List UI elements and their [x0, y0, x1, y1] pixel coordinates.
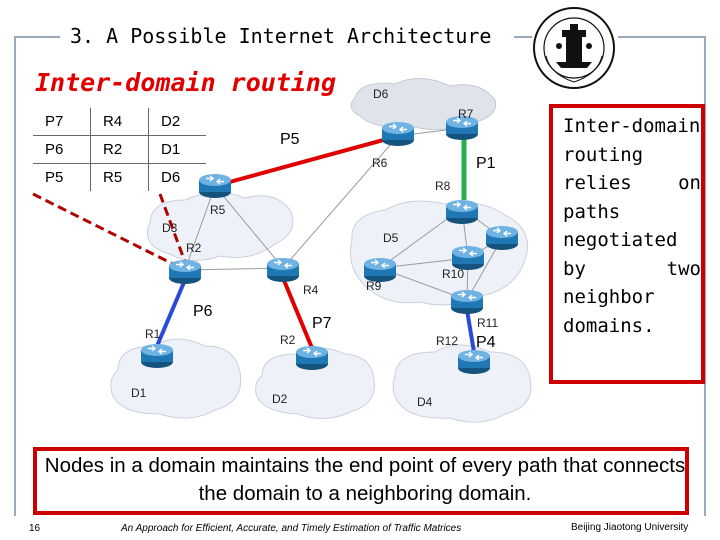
page-number: 16: [29, 523, 41, 534]
router-icon-r8: [445, 199, 479, 225]
router-label-r11: R11: [477, 316, 498, 330]
router-icon-r2-d3: [168, 259, 202, 285]
domain-cloud-d5: [350, 200, 528, 306]
router-label-r7: R7: [458, 107, 474, 121]
table-row: P6 R2 D1: [33, 135, 206, 164]
table-cell: P5: [33, 163, 91, 191]
table-row: P7 R4 D2: [33, 108, 206, 136]
domain-label-d1: D1: [131, 386, 147, 400]
domain-cloud-d1: [110, 338, 242, 419]
frame-line-right: [704, 36, 706, 516]
side-note-box: [549, 104, 705, 384]
path-label-p7: P7: [312, 315, 332, 332]
table-cell: R4: [90, 108, 149, 136]
router-icon-r11: [450, 289, 484, 315]
path-label-p4: P4: [476, 334, 496, 351]
path-label-p6: P6: [193, 303, 213, 320]
router-label-r4: R4: [303, 283, 319, 297]
router-icon-r6: [381, 121, 415, 147]
domain-label-d6: D6: [373, 87, 389, 101]
frame-line-top-left: [14, 36, 60, 38]
router-icon-r5: [198, 173, 232, 199]
router-label-r1: R1: [145, 327, 161, 341]
domain-cloud-d3: [147, 192, 294, 261]
router-icon-r12: [457, 349, 491, 375]
frame-line-top-far-right: [618, 36, 706, 38]
path-label-p5: P5: [280, 131, 300, 148]
link: [214, 185, 284, 269]
path-p6-line: [155, 279, 187, 347]
router-label-r8: R8: [435, 179, 451, 193]
domain-label-d4: D4: [417, 395, 433, 409]
bottom-note-text: Nodes in a domain maintains the end poin…: [44, 454, 686, 505]
router-icon-r4: [266, 257, 300, 283]
table-cell: P6: [33, 135, 91, 164]
table-row: P5 R5 D6: [33, 163, 206, 191]
side-note-text: Inter-domain routing relies on paths neg…: [563, 115, 701, 337]
table-cell: R5: [90, 163, 149, 191]
router-label-r9: R9: [366, 279, 382, 293]
path-p7-line: [281, 277, 314, 349]
slide-subtitle: Inter-domain routing: [35, 68, 337, 97]
link: [184, 267, 284, 271]
router-icon-d5-router: [485, 225, 519, 251]
router-label-r12: R12: [436, 334, 458, 348]
domain-label-d2: D2: [272, 392, 288, 406]
footer-institution: Beijing Jiaotong University: [571, 522, 689, 533]
table-cell: P7: [45, 113, 64, 130]
link: [282, 135, 399, 269]
slide-title: 3. A Possible Internet Architecture: [70, 24, 492, 48]
path-label-p1: P1: [476, 155, 496, 172]
path-p4-line: [465, 309, 476, 353]
router-icon-r1: [140, 343, 174, 369]
table-cell: D1: [148, 135, 206, 164]
bottom-note-box: [33, 447, 689, 515]
frame-line-top-right: [514, 36, 532, 38]
footer-title: An Approach for Efficient, Accurate, and…: [121, 523, 462, 534]
domain-label-d3: D3: [162, 221, 178, 235]
dashed-pointer: [158, 193, 187, 263]
router-label-r2-d2: R2: [280, 333, 296, 347]
table-cell: D2: [148, 108, 206, 136]
university-seal-logo: [533, 7, 615, 89]
dashed-pointer: [32, 192, 186, 272]
router-label-r10: R10: [442, 267, 464, 281]
table-cell: R2: [90, 135, 149, 164]
domain-cloud-d4: [392, 344, 532, 423]
domain-label-d5: D5: [383, 231, 399, 245]
frame-line-left: [14, 36, 16, 516]
router-icon-r2-d2: [295, 345, 329, 371]
router-label-r5: R5: [210, 203, 226, 217]
router-label-r6: R6: [372, 156, 388, 170]
path-p5-line: [214, 134, 399, 188]
link: [184, 185, 216, 271]
routing-table: P7 R4 D2 P6 R2 D1 P5 R5 D6: [33, 108, 206, 191]
router-label-r2-d3: R2: [186, 241, 202, 255]
table-cell: D6: [148, 163, 206, 191]
